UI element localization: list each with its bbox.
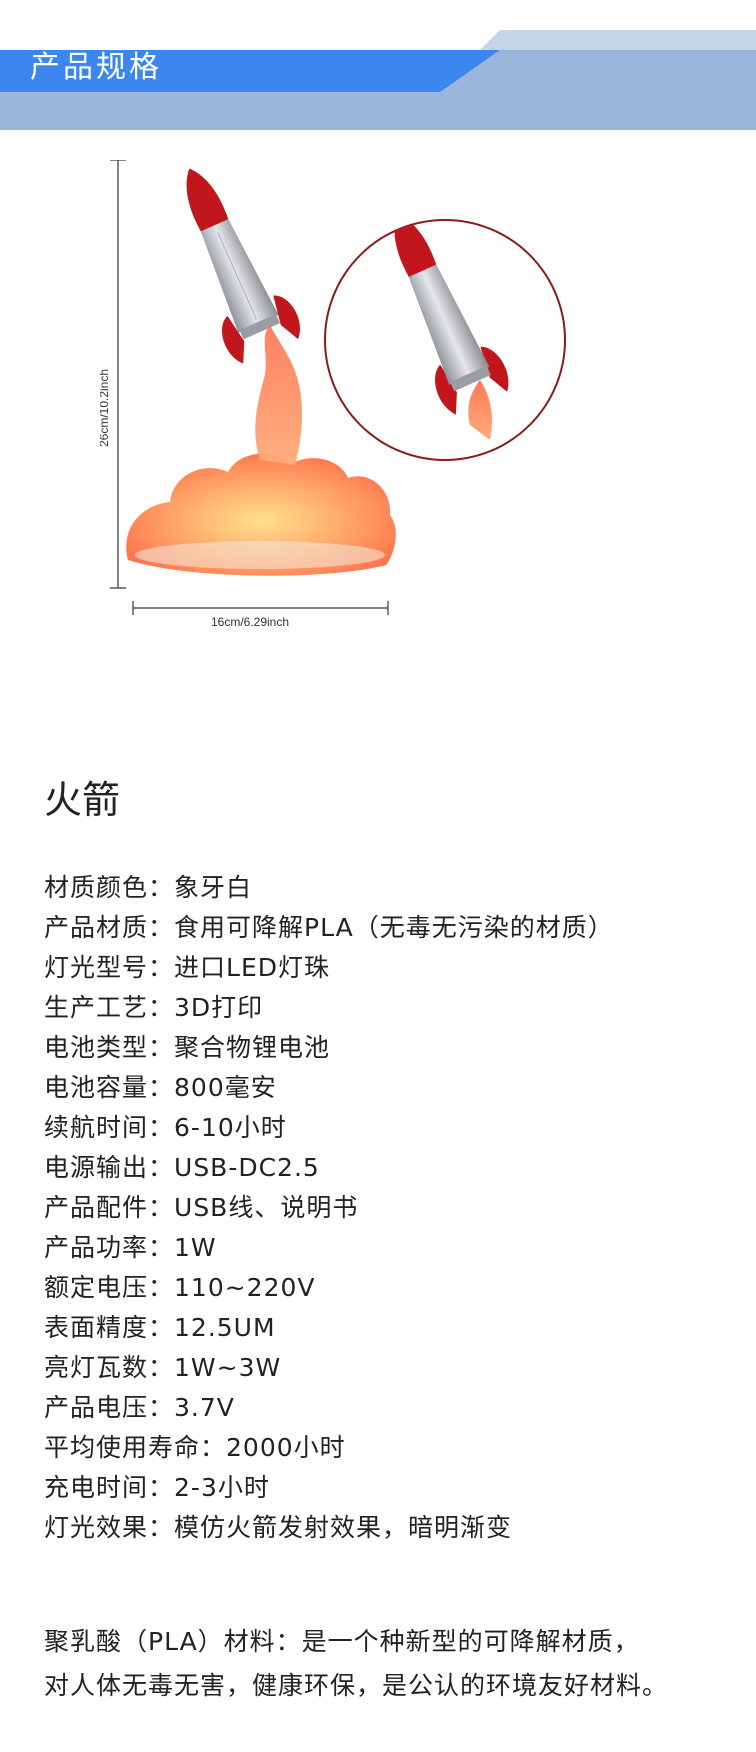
spec-label: 平均使用寿命：	[44, 1433, 227, 1462]
spec-value: USB-DC2.5	[174, 1153, 320, 1182]
spec-row: 平均使用寿命：2000小时	[44, 1428, 614, 1468]
spec-row: 生产工艺：3D打印	[44, 988, 614, 1028]
spec-label: 续航时间：	[44, 1113, 175, 1142]
header-banner: 产品规格	[0, 0, 756, 140]
spec-row: 额定电压：110~220V	[44, 1268, 614, 1308]
spec-label: 产品材质：	[44, 913, 175, 942]
spec-row: 续航时间：6-10小时	[44, 1108, 614, 1148]
description-line: 聚乳酸（PLA）材料：是一个种新型的可降解材质，	[44, 1627, 640, 1656]
spec-label: 产品配件：	[44, 1193, 175, 1222]
spec-row: 产品配件：USB线、说明书	[44, 1188, 614, 1228]
spec-value: 110~220V	[174, 1273, 316, 1302]
spec-row: 电池容量：800毫安	[44, 1068, 614, 1108]
spec-row: 产品电压：3.7V	[44, 1388, 614, 1428]
spec-label: 亮灯瓦数：	[44, 1353, 175, 1382]
spec-row: 产品功率：1W	[44, 1228, 614, 1268]
spec-row: 产品材质：食用可降解PLA（无毒无污染的材质）	[44, 908, 614, 948]
spec-row: 材质颜色：象牙白	[44, 868, 614, 908]
spec-value: 3.7V	[174, 1393, 235, 1422]
spec-row: 灯光效果：模仿火箭发射效果，暗明渐变	[44, 1508, 614, 1548]
detail-circle	[324, 219, 566, 461]
spec-label: 产品功率：	[44, 1233, 175, 1262]
spec-value: 模仿火箭发射效果，暗明渐变	[174, 1513, 513, 1542]
spec-label: 电源输出：	[44, 1153, 175, 1182]
spec-label: 生产工艺：	[44, 993, 175, 1022]
product-figure: 26cm/10.2inch 16cm/6.29inch	[97, 159, 660, 700]
spec-row: 灯光型号：进口LED灯珠	[44, 948, 614, 988]
banner-top-step	[480, 30, 756, 50]
banner-title: 产品规格	[30, 50, 162, 85]
height-dimension: 26cm/10.2inch	[97, 159, 126, 589]
rocket-main	[186, 168, 300, 364]
description-line: 对人体无毒无害，健康环保，是公认的环境友好材料。	[44, 1671, 669, 1700]
spec-label: 表面精度：	[44, 1313, 175, 1342]
spec-value: 6-10小时	[174, 1113, 287, 1142]
spec-row: 电池类型：聚合物锂电池	[44, 1028, 614, 1068]
spec-row: 充电时间：2-3小时	[44, 1468, 614, 1508]
spec-label: 灯光效果：	[44, 1513, 175, 1542]
spec-value: 1W	[174, 1233, 217, 1262]
smoke-cloud	[126, 325, 396, 576]
spec-value: 象牙白	[174, 873, 253, 902]
width-label: 16cm/6.29inch	[211, 615, 289, 629]
spec-value: 3D打印	[174, 993, 264, 1022]
spec-label: 电池类型：	[44, 1033, 175, 1062]
spec-label: 额定电压：	[44, 1273, 175, 1302]
spec-value: 2-3小时	[174, 1473, 270, 1502]
spec-row: 表面精度：12.5UM	[44, 1308, 614, 1348]
spec-value: 800毫安	[174, 1073, 277, 1102]
product-illustration: 26cm/10.2inch 16cm/6.29inch	[97, 159, 566, 629]
banner-blue-band	[0, 50, 500, 92]
spec-value: 进口LED灯珠	[174, 953, 330, 982]
width-dimension: 16cm/6.29inch	[132, 601, 389, 629]
spec-value: 12.5UM	[174, 1313, 276, 1342]
spec-value: 1W~3W	[174, 1353, 282, 1382]
spec-value: 食用可降解PLA（无毒无污染的材质）	[174, 913, 614, 942]
spec-label: 灯光型号：	[44, 953, 175, 982]
spec-label: 材质颜色：	[44, 873, 175, 902]
spec-row: 电源输出：USB-DC2.5	[44, 1148, 614, 1188]
banner-background	[0, 30, 756, 130]
spec-label: 电池容量：	[44, 1073, 175, 1102]
material-description: 聚乳酸（PLA）材料：是一个种新型的可降解材质， 对人体无毒无害，健康环保，是公…	[44, 1620, 744, 1708]
height-label: 26cm/10.2inch	[100, 369, 111, 447]
spec-list: 材质颜色：象牙白 产品材质：食用可降解PLA（无毒无污染的材质） 灯光型号：进口…	[44, 868, 614, 1548]
spec-label: 产品电压：	[44, 1393, 175, 1422]
spec-value: 聚合物锂电池	[174, 1033, 331, 1062]
spec-label: 充电时间：	[44, 1473, 175, 1502]
product-name: 火箭	[44, 778, 121, 822]
spec-value: USB线、说明书	[174, 1193, 359, 1222]
spec-row: 亮灯瓦数：1W~3W	[44, 1348, 614, 1388]
spec-value: 2000小时	[226, 1433, 346, 1462]
